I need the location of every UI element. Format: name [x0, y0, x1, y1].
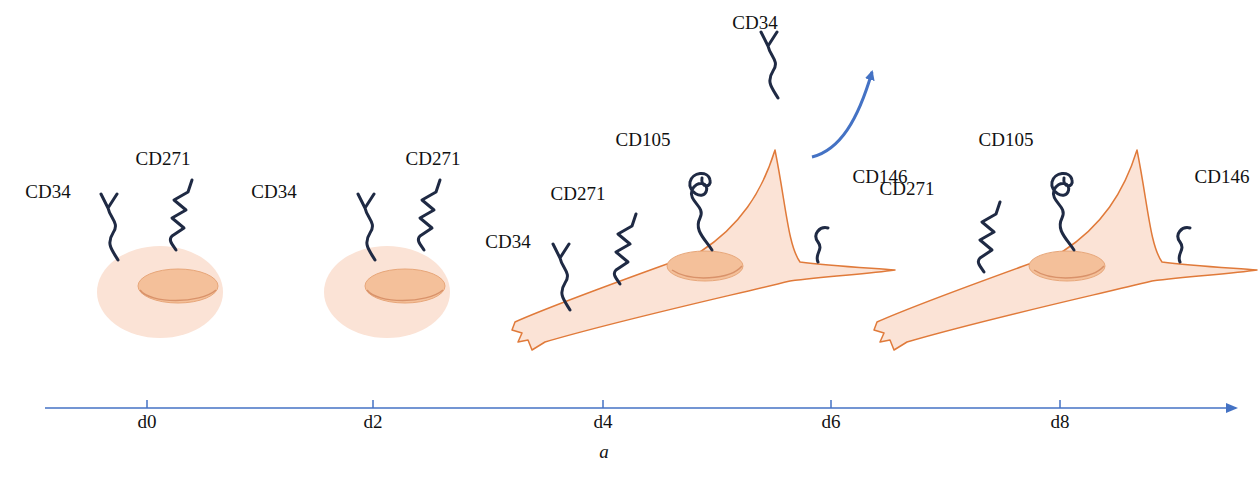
cd34-receptor	[358, 194, 375, 260]
marker-label: CD271	[136, 149, 191, 168]
cd105-receptor	[1052, 173, 1074, 250]
cd146-receptor	[816, 228, 828, 262]
marker-label: CD271	[406, 149, 461, 168]
shed-arrow	[812, 72, 872, 157]
marker-label: CD34	[732, 13, 777, 32]
cd105-receptor	[690, 173, 712, 250]
round-cell	[97, 246, 223, 338]
cd271-receptor	[418, 180, 440, 250]
marker-label: CD105	[616, 130, 671, 149]
cd34-receptor	[101, 194, 118, 260]
tick-label: d0	[138, 412, 157, 431]
tick-label: d6	[822, 412, 841, 431]
round-cell	[324, 246, 450, 338]
marker-label: CD105	[979, 130, 1034, 149]
cd271-receptor	[170, 180, 192, 250]
tick-label: d8	[1051, 412, 1070, 431]
cd271-receptor	[614, 214, 636, 284]
cd146-receptor	[1178, 228, 1190, 262]
cd34-receptor	[761, 32, 778, 98]
time-axis	[45, 407, 1236, 409]
marker-label: CD146	[1195, 167, 1250, 186]
cd271-receptor	[978, 202, 1000, 272]
marker-label: CD271	[551, 184, 606, 203]
cd34-receptor	[553, 244, 570, 310]
spindle-cell	[874, 150, 1257, 350]
tick-label: d4	[594, 412, 613, 431]
marker-label: CD271	[880, 179, 935, 198]
axis-ticks	[147, 400, 1060, 408]
marker-label: CD34	[25, 182, 70, 201]
spindle-cell	[512, 150, 895, 350]
tick-label: d2	[364, 412, 383, 431]
marker-label: CD34	[251, 182, 296, 201]
marker-label: CD34	[485, 232, 530, 251]
panel-label: a	[599, 442, 609, 461]
